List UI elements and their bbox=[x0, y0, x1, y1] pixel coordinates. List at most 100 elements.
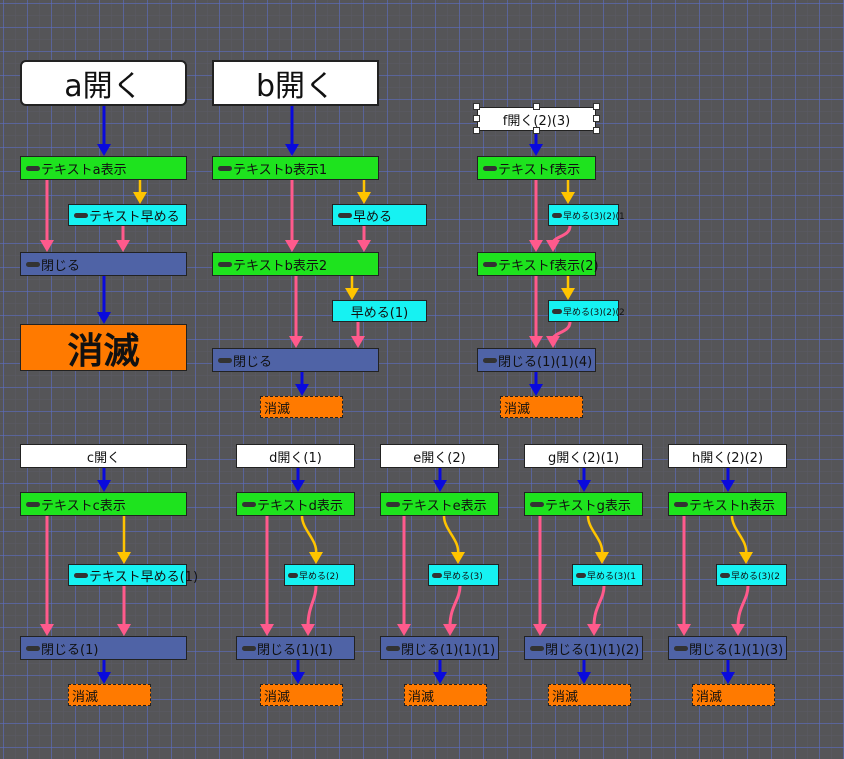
pink-curved-connector[interactable] bbox=[448, 585, 462, 627]
text-node-b2[interactable]: テキストb表示2 bbox=[212, 252, 379, 276]
vanish-node-a[interactable]: 消滅 bbox=[20, 324, 187, 372]
pink-curved-connector[interactable] bbox=[592, 585, 606, 627]
cursor-bar-icon bbox=[26, 645, 40, 651]
node-label: 早める(3)(1 bbox=[587, 571, 636, 582]
text-node-f2[interactable]: テキストf表示(2) bbox=[477, 252, 599, 276]
vanish-node-b[interactable]: 消滅 bbox=[260, 396, 343, 418]
pink-curved-connector[interactable] bbox=[551, 321, 572, 339]
close-node-e[interactable]: 閉じる(1)(1)(1) bbox=[380, 636, 499, 660]
pink-curved-connector-head bbox=[546, 336, 560, 348]
resize-handle-e[interactable] bbox=[593, 115, 600, 122]
open-node-label: e開く(2) bbox=[413, 450, 466, 466]
close-node-f[interactable]: 閉じる(1)(1)(4) bbox=[477, 348, 596, 372]
text-node-e[interactable]: テキストe表示 bbox=[380, 492, 499, 516]
yellow-connector-head bbox=[561, 288, 575, 300]
node-label: 早める(3)(2)(2 bbox=[563, 307, 625, 318]
fast-node-b1[interactable]: 早める bbox=[332, 204, 427, 226]
vanish-node-f[interactable]: 消滅 bbox=[500, 396, 583, 418]
yellow-curved-connector-head bbox=[451, 552, 465, 564]
open-node-h[interactable]: h開く(2)(2) bbox=[668, 444, 787, 468]
resize-handle-s[interactable] bbox=[533, 127, 540, 134]
vanish-node-c[interactable]: 消滅 bbox=[68, 684, 151, 706]
yellow-curved-connector[interactable] bbox=[730, 515, 748, 555]
node-label: テキストa表示 bbox=[41, 162, 127, 178]
text-node-h[interactable]: テキストh表示 bbox=[668, 492, 787, 516]
resize-handle-se[interactable] bbox=[593, 127, 600, 134]
yellow-curved-connector[interactable] bbox=[442, 515, 460, 555]
close-node-a[interactable]: 閉じる bbox=[20, 252, 187, 276]
text-node-f1[interactable]: テキストf表示 bbox=[477, 156, 596, 180]
open-node-label: g開く(2)(1) bbox=[547, 450, 620, 466]
pink-connector-head bbox=[529, 336, 543, 348]
open-node-label: f開く(2)(3) bbox=[502, 113, 571, 129]
fast-node-a[interactable]: テキスト早める bbox=[68, 204, 187, 226]
close-node-d[interactable]: 閉じる(1)(1) bbox=[236, 636, 355, 660]
open-node-b[interactable]: b開く bbox=[212, 60, 379, 106]
open-node-a[interactable]: a開く bbox=[20, 60, 187, 106]
resize-handle-nw[interactable] bbox=[473, 103, 480, 110]
text-node-a[interactable]: テキストa表示 bbox=[20, 156, 187, 180]
node-label: テキストe表示 bbox=[401, 498, 487, 514]
cursor-bar-icon bbox=[530, 645, 544, 651]
text-node-d[interactable]: テキストd表示 bbox=[236, 492, 355, 516]
pink-connector-head bbox=[289, 336, 303, 348]
fast-node-c[interactable]: テキスト早める(1) bbox=[68, 564, 198, 586]
close-node-b[interactable]: 閉じる bbox=[212, 348, 379, 372]
fast-node-f2[interactable]: 早める(3)(2)(2 bbox=[548, 300, 625, 322]
vanish-node-d[interactable]: 消滅 bbox=[260, 684, 343, 706]
close-node-c[interactable]: 閉じる(1) bbox=[20, 636, 187, 660]
pink-connector-head bbox=[260, 624, 274, 636]
close-node-g[interactable]: 閉じる(1)(1)(2) bbox=[524, 636, 643, 660]
pink-curved-connector[interactable] bbox=[736, 585, 750, 627]
node-label: 閉じる(1)(1)(1) bbox=[401, 642, 496, 658]
fast-node-f1[interactable]: 早める(3)(2)(1 bbox=[548, 204, 625, 226]
fast-node-e[interactable]: 早める(3) bbox=[428, 564, 499, 586]
resize-handle-w[interactable] bbox=[473, 115, 480, 122]
open-node-c[interactable]: c開く bbox=[20, 444, 187, 468]
yellow-connector-head bbox=[561, 192, 575, 204]
yellow-curved-connector[interactable] bbox=[586, 515, 604, 555]
cursor-bar-icon bbox=[242, 501, 256, 507]
fast-node-b2[interactable]: 早める(1) bbox=[332, 300, 427, 322]
text-node-g[interactable]: テキストg表示 bbox=[524, 492, 643, 516]
node-label: 早める bbox=[353, 209, 393, 225]
fast-node-g[interactable]: 早める(3)(1 bbox=[572, 564, 643, 586]
pink-curved-connector-head bbox=[731, 624, 745, 636]
blue-connector-head bbox=[295, 384, 309, 396]
text-node-b1[interactable]: テキストb表示1 bbox=[212, 156, 379, 180]
fast-node-d[interactable]: 早める(2) bbox=[284, 564, 355, 586]
vanish-node-e[interactable]: 消滅 bbox=[404, 684, 487, 706]
yellow-curved-connector-head bbox=[739, 552, 753, 564]
open-node-d[interactable]: d開く(1) bbox=[236, 444, 355, 468]
node-label: 消滅 bbox=[67, 330, 140, 372]
cursor-bar-icon bbox=[338, 212, 352, 218]
yellow-curved-connector-head bbox=[595, 552, 609, 564]
resize-handle-n[interactable] bbox=[533, 103, 540, 110]
close-node-h[interactable]: 閉じる(1)(1)(3) bbox=[668, 636, 787, 660]
blue-connector-head bbox=[433, 480, 447, 492]
pink-connector-head bbox=[529, 240, 543, 252]
pink-connector-head bbox=[397, 624, 411, 636]
pink-curved-connector[interactable] bbox=[306, 585, 318, 627]
vanish-node-h[interactable]: 消滅 bbox=[692, 684, 775, 706]
resize-handle-sw[interactable] bbox=[473, 127, 480, 134]
blue-connector-head bbox=[97, 312, 111, 324]
blue-connector-head bbox=[577, 480, 591, 492]
open-node-e[interactable]: e開く(2) bbox=[380, 444, 499, 468]
node-label: 早める(2) bbox=[299, 571, 339, 582]
pink-curved-connector[interactable] bbox=[551, 225, 572, 243]
fast-node-h[interactable]: 早める(3)(2 bbox=[716, 564, 787, 586]
text-node-c[interactable]: テキストc表示 bbox=[20, 492, 187, 516]
open-node-g[interactable]: g開く(2)(1) bbox=[524, 444, 643, 468]
pink-connector-head bbox=[351, 336, 365, 348]
pink-curved-connector-head bbox=[443, 624, 457, 636]
node-label: 消滅 bbox=[408, 689, 435, 705]
resize-handle-ne[interactable] bbox=[593, 103, 600, 110]
yellow-connector-head bbox=[133, 192, 147, 204]
vanish-node-g[interactable]: 消滅 bbox=[548, 684, 631, 706]
pink-curved-connector-head bbox=[587, 624, 601, 636]
yellow-curved-connector[interactable] bbox=[300, 515, 318, 555]
pink-connector-head bbox=[116, 240, 130, 252]
open-node-f[interactable]: f開く(2)(3) bbox=[477, 107, 596, 131]
